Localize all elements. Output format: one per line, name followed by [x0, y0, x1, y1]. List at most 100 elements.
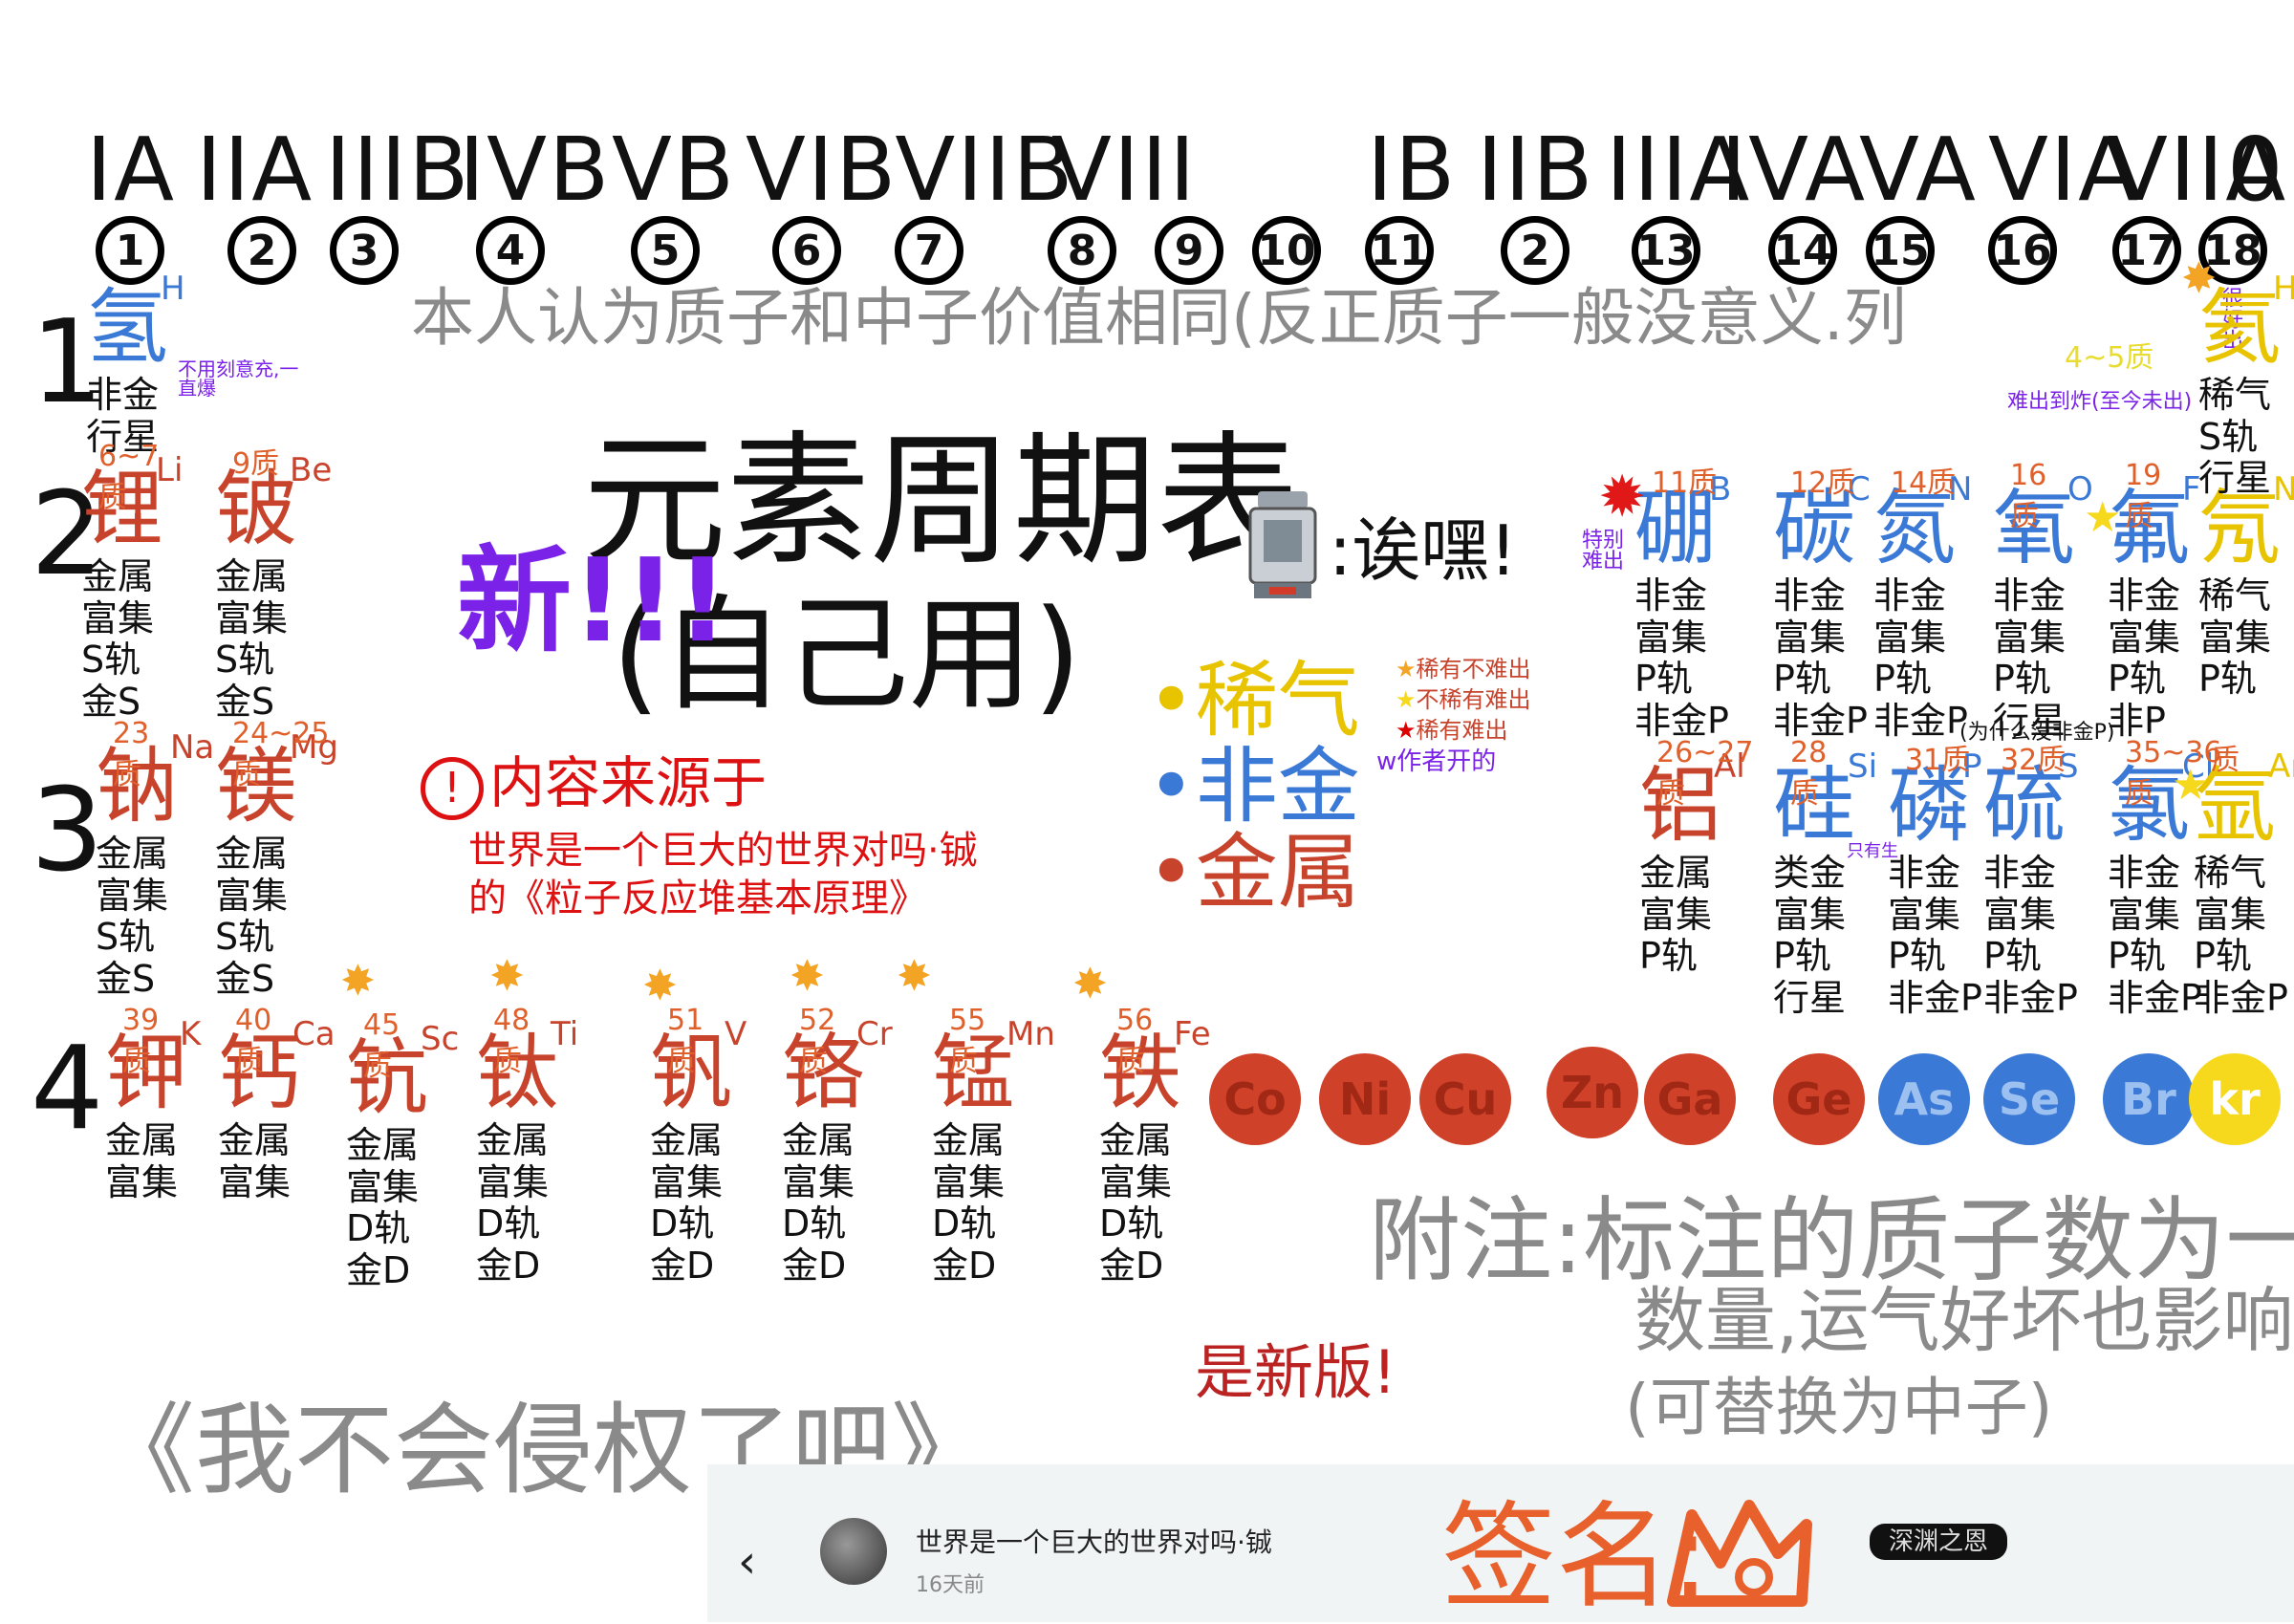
element-symbol: 氩 — [2194, 758, 2276, 854]
star-icon: ✸ — [2181, 254, 2217, 303]
chevron-left-icon: ‹ — [738, 1535, 757, 1589]
element-proton-count: 质 — [2211, 744, 2240, 777]
element-symbol: 钒 — [650, 1026, 732, 1121]
ball-co: Co — [1209, 1053, 1301, 1145]
group-number-11: 11 — [1365, 216, 1434, 285]
element-properties: 金属 富集 S轨 金S — [81, 555, 155, 724]
group-number-4: 4 — [476, 216, 545, 285]
footnote-line-3: (可替换为中子) — [1625, 1371, 2053, 1444]
period-3-label: 3 — [31, 765, 104, 898]
group-header-10: IIIA — [1606, 119, 1752, 221]
group-header-5: VB — [612, 119, 737, 221]
element-ne: 氖Ne 稀气 富集 P轨 — [2198, 470, 2294, 701]
element-symbol: 铁 — [1099, 1026, 1181, 1121]
element-symbol: 氢 — [86, 280, 168, 376]
element-proton-count: 56质 — [1116, 1004, 1154, 1078]
element-proton-count: 48质 — [493, 1004, 530, 1078]
p-note: (为什么没非金P) — [1959, 721, 2115, 745]
element-properties: 金属 富集 D轨 金D — [782, 1119, 855, 1288]
group-header-4: IVB — [459, 119, 612, 221]
element-proton-count: 11质 — [1652, 466, 1718, 500]
star-icon: ✸ — [340, 957, 376, 1006]
he-range: 4~5质 — [2065, 341, 2154, 375]
element-properties: 非金 富集 P轨 非金P — [1873, 574, 1968, 743]
element-properties: 金属 富集 S轨 金S — [215, 833, 289, 1001]
star-icon: ★ — [2084, 493, 2122, 542]
signature-label: 签名: — [1441, 1491, 1710, 1624]
element-latin-symbol: Be — [290, 451, 333, 489]
opinion-text: 本人认为质子和中子价值相同(反正质子一般没意义.列 — [411, 281, 1907, 355]
element-latin-symbol: Cl — [2182, 747, 2215, 786]
ball-zn: Zn — [1547, 1047, 1638, 1138]
element-properties: 金属 富集 P轨 — [1639, 852, 1713, 978]
element-latin-symbol: Na — [170, 728, 215, 767]
element-symbol: 铍 — [215, 462, 297, 557]
element-proton-count: 28质 — [1790, 736, 1828, 811]
footnote-line-2: 数量,运气好坏也影响 — [1634, 1280, 2294, 1362]
new-label: 新!!! — [457, 535, 729, 668]
element-he: 氦He稀气 S轨 行星 — [2198, 270, 2294, 500]
element-latin-symbol: Li — [156, 451, 184, 489]
element-latin-symbol: B — [1709, 470, 1732, 509]
star-icon: ★ — [1396, 717, 1417, 744]
group-number-8: 8 — [1048, 216, 1116, 285]
element-proton-count: 35~36质 — [2125, 736, 2222, 811]
element-latin-symbol: N — [1948, 470, 1973, 509]
element-symbol: 锂 — [81, 462, 163, 557]
group-number-1: 1 — [96, 216, 164, 285]
group-number-15: 15 — [1866, 216, 1935, 285]
element-symbol: 氖 — [2198, 481, 2281, 576]
element-symbol: 磷 — [1888, 758, 1970, 854]
element-latin-symbol: Al — [1714, 747, 1745, 786]
element-latin-symbol: He — [2273, 270, 2294, 308]
back-button[interactable]: ‹ — [738, 1539, 756, 1585]
group-number-2: 2 — [227, 216, 296, 285]
h-note: 不用刻意充,一直爆 — [178, 357, 299, 400]
group-number-6: 6 — [772, 216, 841, 285]
element-proton-count: 6~7质 — [98, 440, 160, 514]
element-latin-symbol: H — [161, 270, 185, 308]
element-latin-symbol: Ca — [292, 1015, 335, 1053]
post-time: 16天前 — [916, 1573, 985, 1597]
group-number-18: 18 — [2198, 216, 2267, 285]
element-properties: 稀气 富集 P轨 — [2198, 574, 2272, 701]
group-number-5: 5 — [631, 216, 700, 285]
ball-br: Br — [2103, 1053, 2195, 1145]
star-icon: ✸ — [489, 952, 525, 1001]
element-properties: 非金 富集 P轨 非P — [2108, 574, 2181, 743]
element-properties: 金属 富集 D轨 金D — [346, 1124, 420, 1292]
group-header-7: VIII — [1051, 119, 1198, 221]
element-latin-symbol: Sc — [421, 1020, 460, 1058]
element-properties: 类金 富集 P轨 行星 — [1773, 852, 1847, 1020]
element-symbol: 氧 — [1993, 481, 2075, 576]
element-properties: 金属 富集 D轨 金D — [650, 1119, 724, 1288]
group-number-17: 17 — [2112, 216, 2181, 285]
element-properties: 金属 富集 — [105, 1119, 179, 1203]
star-icon: ✸ — [790, 952, 825, 1001]
element-ar: 氩Ar质稀气 富集 P轨 非金P — [2194, 744, 2294, 1020]
star-legend-rare-easy: ★稀有不难出 — [1396, 656, 1531, 682]
robot-quote: :诶嘿! — [1329, 510, 1518, 591]
element-properties: 非金 富集 P轨 非金P — [2108, 852, 2202, 1020]
source-line-1: 世界是一个巨大的世界对吗·铖 — [468, 829, 978, 873]
b-note: 特别难出 — [1582, 529, 1625, 574]
wave-icon: w — [1376, 747, 1397, 776]
element-latin-symbol: Ne — [2273, 470, 2294, 509]
new-version-note: 是新版! — [1195, 1337, 1396, 1407]
element-latin-symbol: K — [180, 1015, 202, 1053]
avatar[interactable] — [820, 1518, 887, 1585]
ball-as: As — [1878, 1053, 1970, 1145]
he-note: 很好出 — [2218, 287, 2242, 350]
author-name[interactable]: 世界是一个巨大的世界对吗·铖 — [916, 1527, 1272, 1558]
ball-ga: Ga — [1644, 1053, 1736, 1145]
footnote-line-1: 附注:标注的质子数为一般 — [1369, 1187, 2294, 1294]
group-number-7: 7 — [895, 216, 963, 285]
element-symbol: 钙 — [218, 1026, 300, 1121]
